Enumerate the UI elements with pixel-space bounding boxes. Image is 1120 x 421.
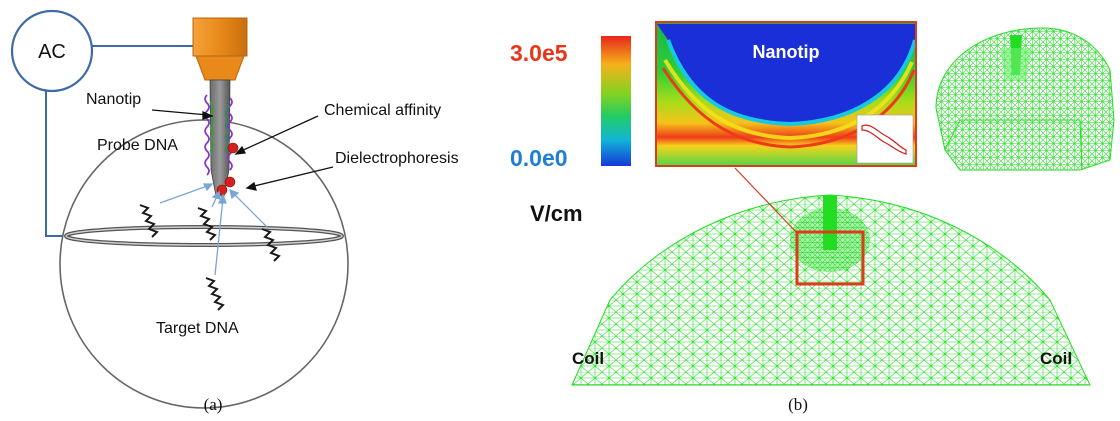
colorbar-unit: V/cm bbox=[530, 201, 583, 226]
label-nanotip: Nanotip bbox=[86, 91, 141, 108]
electrode-holder bbox=[192, 17, 248, 81]
ac-source-circle bbox=[10, 9, 94, 93]
colorbar-min-label: 0.0e0 bbox=[510, 145, 568, 171]
caption-a: (a) bbox=[204, 395, 223, 414]
zoom-leader bbox=[734, 167, 798, 234]
colorbar bbox=[601, 36, 631, 166]
zoom-box bbox=[795, 230, 865, 286]
callout-arrows bbox=[151, 109, 334, 191]
label-dielectrophoresis: Dielectrophoresis bbox=[335, 150, 459, 167]
panel-b: 3.0e5 0.0e0 V/cm Nanotip bbox=[510, 21, 1115, 414]
coil-left-label: Coil bbox=[572, 349, 604, 368]
inset-heatmap: Nanotip bbox=[655, 21, 917, 167]
dep-arrows bbox=[159, 183, 269, 276]
mesh-3d bbox=[935, 27, 1115, 171]
label-target-dna: Target DNA bbox=[156, 320, 239, 337]
label-probe-dna: Probe DNA bbox=[97, 137, 178, 154]
sphere bbox=[59, 119, 349, 409]
target-dna-strands bbox=[139, 204, 281, 311]
colorbar-max-label: 3.0e5 bbox=[510, 40, 568, 66]
coil-right-label: Coil bbox=[1040, 349, 1072, 368]
dome-mesh bbox=[571, 194, 1091, 386]
panel-a: AC bbox=[10, 9, 459, 414]
inset-thumbnail-curve bbox=[861, 124, 907, 155]
coil-ring bbox=[64, 225, 344, 247]
caption-b: (b) bbox=[788, 395, 808, 414]
inset-label-nanotip: Nanotip bbox=[753, 42, 820, 62]
ac-source-label: AC bbox=[38, 41, 66, 63]
label-chemical-affinity: Chemical affinity bbox=[324, 102, 441, 119]
probe-dna bbox=[204, 94, 233, 176]
